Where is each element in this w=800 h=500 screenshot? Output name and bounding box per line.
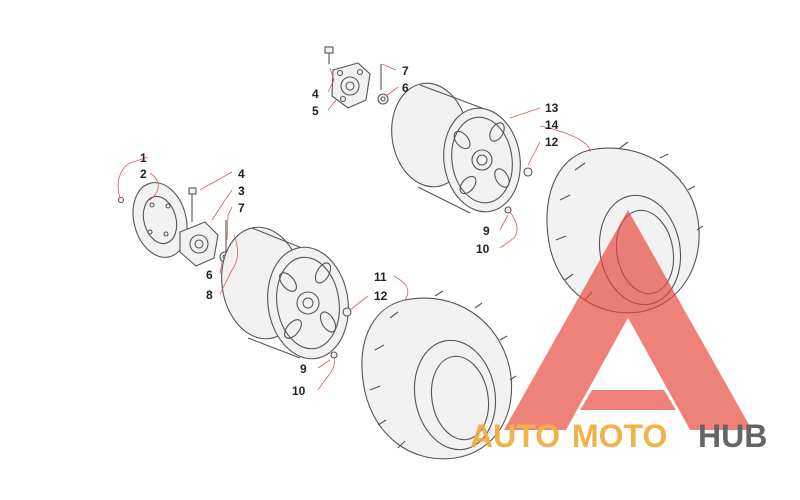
callout-8: 8 — [206, 288, 213, 302]
lower-tire — [361, 290, 517, 460]
upper-rim — [391, 82, 533, 214]
logo-triangle-icon — [504, 210, 752, 430]
callout-6-lower: 6 — [206, 268, 213, 282]
logo-word-auto: AUTO — [470, 418, 560, 454]
callout-2: 2 — [140, 167, 147, 181]
callout-4-lower: 4 — [238, 167, 245, 181]
callout-12-upper: 12 — [545, 135, 559, 149]
callout-13: 13 — [545, 101, 559, 115]
callout-9-lower: 9 — [300, 362, 307, 376]
logo-word-hub: HUB — [698, 418, 767, 454]
callout-7-upper: 7 — [402, 64, 409, 78]
callout-10-upper: 10 — [476, 242, 490, 256]
callout-3: 3 — [238, 184, 245, 198]
callout-14: 14 — [545, 118, 559, 132]
callout-9-upper: 9 — [483, 224, 490, 238]
leader-lines — [117, 63, 591, 391]
callout-11: 11 — [374, 270, 387, 284]
callout-4-upper: 4 — [312, 87, 319, 101]
callout-6-upper: 6 — [402, 81, 409, 95]
lower-rim — [221, 226, 352, 360]
callout-labels: 1 2 3 4 4 5 6 6 7 7 8 9 9 10 10 11 12 12… — [140, 64, 559, 398]
callout-1: 1 — [140, 151, 147, 165]
logo-word-moto: MOTO — [572, 418, 667, 454]
callout-7-lower: 7 — [238, 201, 245, 215]
brake-disc — [117, 182, 188, 258]
automotohub-logo: AUTO MOTO HUB — [470, 210, 767, 454]
callout-5: 5 — [312, 104, 319, 118]
lower-hub-assembly — [179, 187, 231, 267]
callout-12-lower: 12 — [374, 289, 388, 303]
callout-10-lower: 10 — [292, 384, 306, 398]
upper-hub-assembly — [324, 46, 389, 109]
